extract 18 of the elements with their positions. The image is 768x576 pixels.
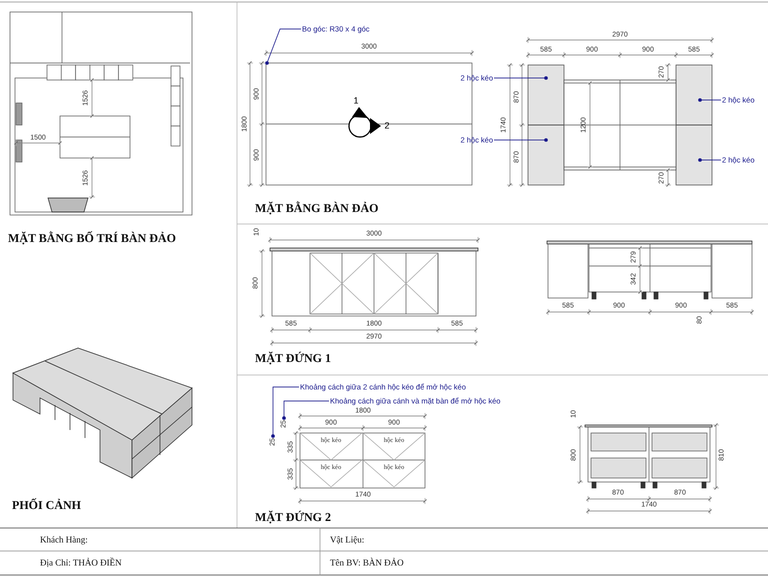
view-title: MẶT BẰNG BÀN ĐẢO	[255, 202, 378, 214]
title-block-text: Khách Hàng:	[40, 536, 88, 544]
view-title: MẶT BẰNG BỐ TRÍ BÀN ĐẢO	[8, 232, 176, 244]
section-marker-number: 2	[384, 122, 390, 130]
leader-line	[282, 400, 330, 420]
leader-line	[494, 138, 548, 142]
leader-line	[698, 158, 722, 162]
section-marker-number: 1	[354, 96, 358, 106]
leader-line	[271, 386, 300, 438]
title-block-text: Địa Chỉ: THẢO ĐIỀN	[40, 558, 122, 568]
leader-line	[494, 76, 548, 80]
title-block-text: Vật Liệu:	[330, 536, 364, 544]
view-title: MẶT ĐỨNG 2	[255, 511, 331, 523]
view-title: MẶT ĐỨNG 1	[255, 352, 331, 364]
title-block-text: Tên BV: BÀN ĐẢO	[330, 558, 404, 568]
view-title: PHỐI CẢNH	[12, 499, 81, 511]
leader-line	[698, 98, 722, 102]
leader-line	[265, 28, 302, 65]
